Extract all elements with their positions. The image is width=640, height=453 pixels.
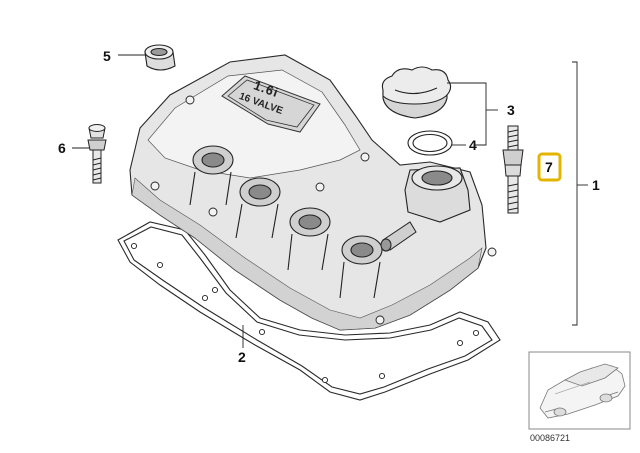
spark-plug-wells (189, 145, 383, 299)
cover-bolt-bosses (150, 95, 497, 325)
callout-5: 5 (103, 48, 111, 64)
callout-1: 1 (592, 177, 600, 193)
stud-part (502, 125, 524, 214)
cover-gasket (117, 221, 501, 401)
callout-6: 6 (58, 140, 66, 156)
vehicle-thumbnail[interactable]: 00086721 (528, 351, 631, 443)
callout-labels: 5 6 3 4 1 2 7 (58, 48, 600, 365)
oil-filler-cap (381, 66, 452, 119)
car-silhouette-icon (539, 363, 626, 419)
callout-2: 2 (238, 349, 246, 365)
leader-lines (72, 54, 588, 348)
callout-4: 4 (469, 137, 477, 153)
callout-7[interactable]: 7 (545, 159, 553, 175)
gasket-bolt-holes (130, 242, 480, 384)
breather-hose (380, 221, 417, 252)
bolt-part (87, 124, 107, 184)
o-ring-part (407, 130, 453, 156)
callout-7-highlight[interactable] (537, 152, 562, 182)
valve-cover: 1.6i 16 VALVE (129, 54, 497, 331)
oil-filler-neck (404, 165, 471, 223)
seal-ring-part (144, 44, 176, 71)
callout-3: 3 (507, 102, 515, 118)
thumbnail-ref-number: 00086721 (530, 433, 570, 443)
